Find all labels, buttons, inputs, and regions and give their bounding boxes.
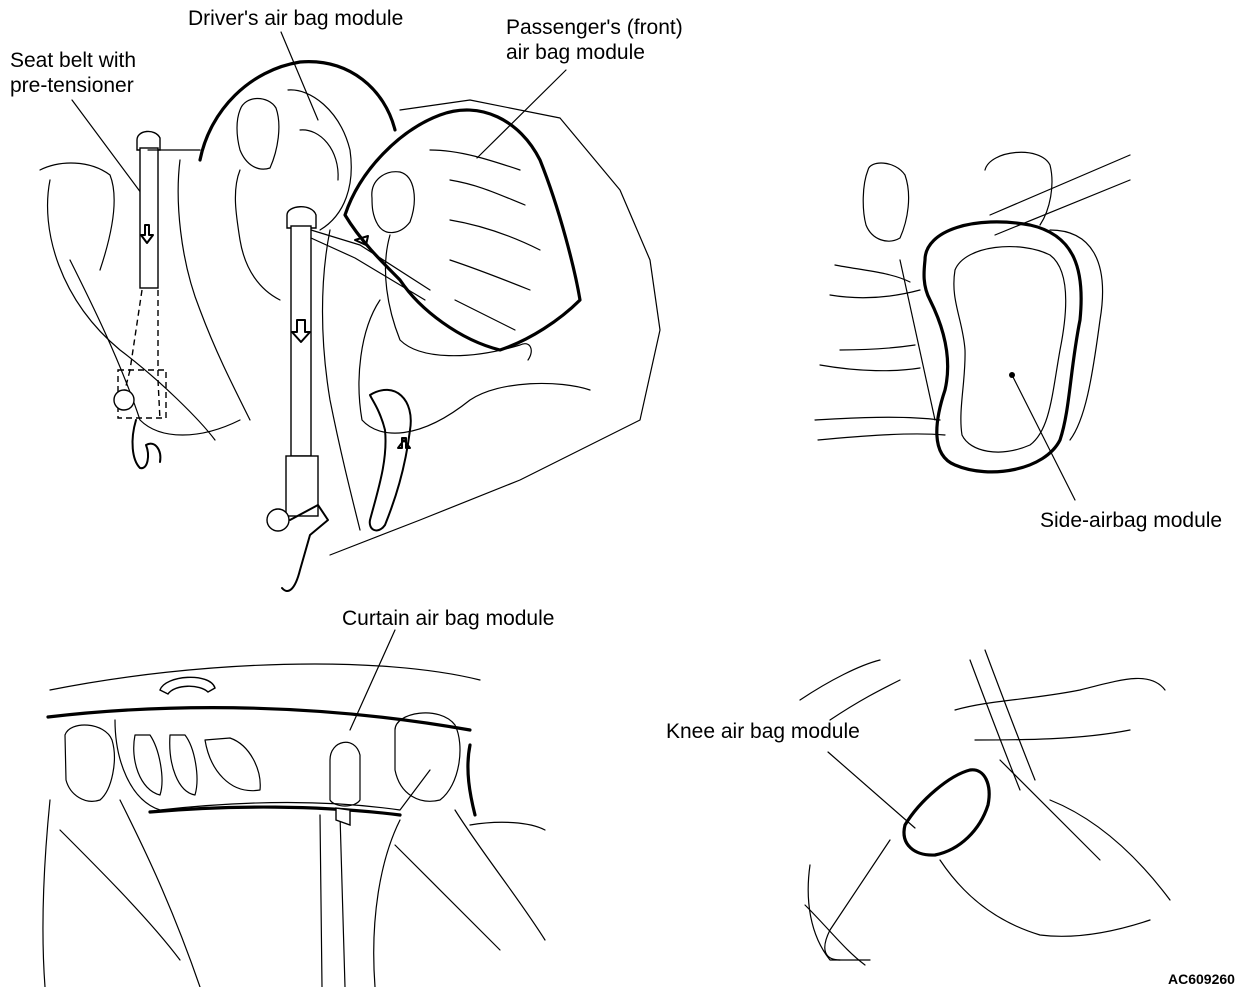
curtain-chamber-3: [205, 738, 260, 791]
front-cabin-illustration: [40, 32, 660, 591]
driver-airbag-leader: [281, 32, 318, 120]
passenger-airbag-fold3: [450, 220, 540, 250]
driver-seat: [178, 160, 250, 420]
driver-belt-anchor: [137, 131, 160, 150]
knee-airbag-illustration: [800, 650, 1170, 965]
side-airbag-inner: [954, 247, 1066, 452]
passenger-arm: [385, 235, 531, 360]
dash-line: [470, 822, 545, 830]
curtain-rail: [48, 708, 470, 730]
side-headrest: [985, 152, 1052, 225]
passenger-lap-belt: [370, 390, 411, 531]
front-pillar: [468, 745, 475, 815]
front-occupant-body: [374, 810, 545, 987]
knee-airbag-outline: [904, 770, 989, 855]
roof-line: [50, 664, 480, 690]
steering-wheel-inner: [300, 130, 338, 180]
driver-retractor-spool: [114, 390, 134, 410]
driver-airbag-outline: [200, 62, 395, 160]
curtain-airbag-illustration: [43, 630, 545, 987]
side-airbag-illustration: [815, 152, 1130, 500]
rear-headrest: [330, 742, 360, 806]
side-seat-cushion: [815, 417, 945, 440]
passenger-airbag-outline: [345, 110, 580, 350]
passenger-airbag-fold2: [450, 180, 525, 205]
steering-column-2: [985, 650, 1035, 780]
headrest-post: [336, 808, 350, 825]
driver-belt-strap: [140, 148, 158, 288]
seat-belt-leader: [72, 100, 150, 205]
front-occupant-belt: [395, 845, 500, 950]
driver-lower-body: [1000, 760, 1170, 900]
grab-handle: [160, 677, 215, 694]
curtain-chamber-2: [170, 735, 197, 795]
side-occupant-lap: [820, 345, 920, 371]
side-occupant-arm: [830, 265, 920, 298]
passenger-head: [372, 172, 414, 233]
side-airbag-outline: [924, 222, 1081, 472]
rear-occupant-belt: [60, 830, 180, 960]
side-occupant-head: [863, 163, 908, 241]
passenger-belt-anchor: [287, 207, 316, 228]
driver-buckle-hook: [133, 420, 161, 468]
curtain-airbag-bottom: [150, 807, 400, 815]
dashboard-lines: [800, 660, 900, 720]
knee-airbag-leader: [828, 752, 915, 828]
driver-leg-2: [940, 860, 1150, 936]
passenger-seat: [323, 230, 361, 530]
curtain-chamber-1: [134, 735, 162, 795]
passenger-airbag-fold4: [450, 260, 530, 290]
side-airbag-leader-dot: [1009, 372, 1015, 378]
driver-leg: [825, 840, 890, 960]
pedal: [805, 905, 865, 965]
rear-occupant-head: [65, 725, 114, 801]
driver-head: [237, 98, 279, 169]
passenger-airbag-fold1: [430, 150, 520, 170]
side-occupant-torso: [900, 260, 935, 420]
center-pillar: [320, 815, 345, 987]
rear-seat-outline: [40, 163, 114, 270]
passenger-retractor-spool: [267, 509, 289, 531]
rear-occupant-body: [43, 800, 200, 987]
side-airbag-leader: [1012, 375, 1075, 500]
driver-torso: [235, 170, 280, 300]
curtain-airbag-outline: [115, 720, 430, 810]
passenger-airbag-fold5: [455, 300, 515, 330]
driver-shoe: [808, 865, 870, 960]
